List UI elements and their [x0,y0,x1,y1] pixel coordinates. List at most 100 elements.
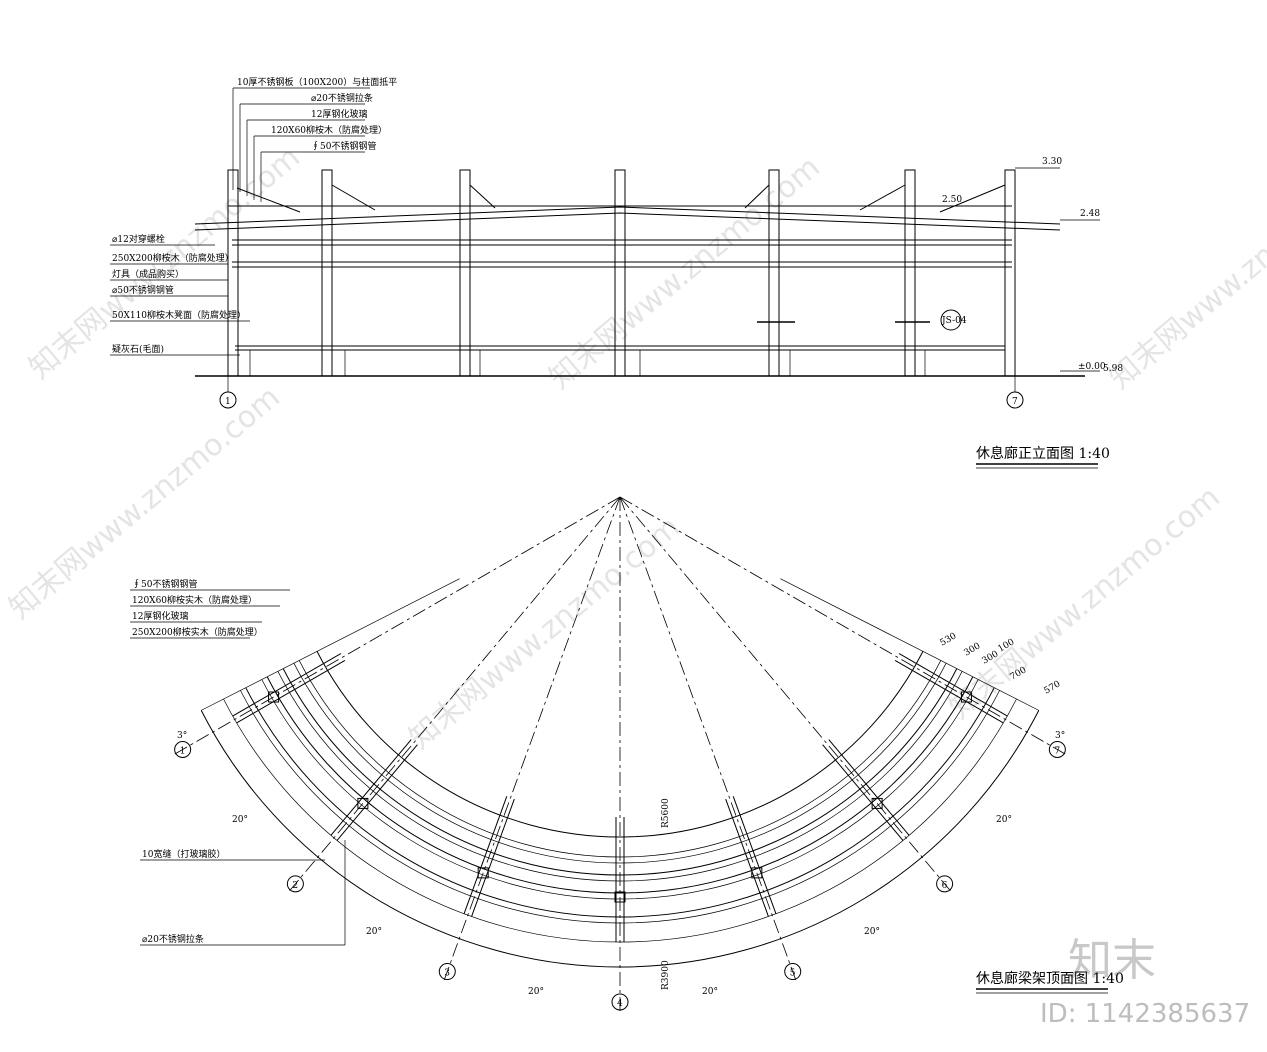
column-plan [614,891,626,903]
radius-label: R5600 [661,798,671,828]
callout: 10厚不锈钢板（100X200）与柱面抵平 [237,76,397,88]
plan-title: 休息廊梁架顶面图 1:40 [976,970,1124,987]
main-beam [828,739,910,836]
axis-label: 1 [180,747,186,757]
angle-label: 20° [996,815,1012,825]
left-callouts: ⌀12对穿螺栓 250X200柳桉木（防腐处理） 灯具（成品购买） ⌀50不锈钢… [110,233,250,356]
edge-line [780,578,1039,711]
level-value: ±0.00 [1078,362,1106,372]
axis-bubble [784,963,802,981]
callout: 50X110柳桉木凳面（防腐处理） [112,309,246,321]
axis-line [619,496,797,982]
dimension-arc [200,710,1040,968]
axis-bubble [286,875,304,893]
axis-bubble [174,741,192,758]
roof-beam [194,206,1061,231]
callout: 10宽缝（打玻璃胶） [142,848,225,860]
callout: ⌀12对穿螺栓 [112,233,165,245]
callout: 疑灰石(毛面) [112,343,164,355]
axis-label: 5 [790,969,796,979]
callout: ∮50不锈钢钢管 [311,140,376,152]
purlin-arc [240,690,1000,924]
axis-line [173,496,621,755]
angle-label: 20° [366,927,382,937]
level-value: 2.48 [1080,209,1100,219]
angle-label: 3° [177,731,187,741]
callout: 250X200柳桉实木（防腐处理） [132,626,263,638]
column-plan [357,797,369,809]
inner-edge-arc [316,651,924,838]
level-value: 2.50 [942,195,962,205]
axis-label: 1 [225,397,231,407]
angle-labels: 20° 20° 20° 20° 20° 20° 3° 3° [177,731,1065,997]
axis-label: 6 [942,881,948,891]
watermark-text: 知末网www.znzmo.com [543,150,827,396]
purlin-arc [266,676,974,894]
tie-rods [236,184,1006,213]
front-elevation: JS-04 1 7 3.30 2.50 2.48 ±0.00 5.98 10厚不… [110,76,1123,469]
callout: 12厚钢化玻璃 [311,108,367,120]
main-beam [236,660,346,724]
watermark-text: 知末网www.znzmo.com [943,480,1227,726]
column-plan [871,797,883,809]
main-beam [463,796,508,914]
axis-label: 7 [1054,747,1060,757]
column [768,169,780,377]
callout: 250X200柳桉木（防腐处理） [112,252,234,264]
brand-logo-text: 知末 [1068,935,1156,986]
edge-line [201,578,460,711]
callout: 灯具（成品购买） [112,268,184,280]
elevation-title: 休息廊正立面图 1:40 [976,445,1110,462]
column-plan [477,867,489,879]
main-beam [330,739,412,836]
main-beam [732,796,777,914]
purlin-arc [261,679,979,900]
top-callouts: 10厚不锈钢板（100X200）与柱面抵平 ⌀20不锈钢拉条 12厚钢化玻璃 1… [232,76,397,202]
radius-label: R3900 [661,960,671,990]
axis-label: 7 [1012,397,1018,407]
callout: 12厚钢化玻璃 [132,610,188,622]
bench-legs [249,350,926,376]
angle-label: 20° [528,987,544,997]
axis-label: 3 [444,969,450,979]
column [459,169,471,377]
purlin-arc [293,663,947,864]
level-value: 3.30 [1042,157,1062,167]
callout: ⌀20不锈钢拉条 [142,933,204,945]
axis-bubble [1006,391,1024,409]
main-beam [232,653,342,717]
dim-value: 530 [939,631,959,648]
main-beam [894,660,1004,724]
purlin-arc [298,660,942,858]
plan-left-callouts: ∮50不锈钢钢管 120X60柳桉实木（防腐处理） 12厚钢化玻璃 250X20… [130,578,290,639]
angle-label: 20° [864,927,880,937]
watermark-text: 知末网www.znzmo.com [1103,150,1267,396]
purlin-arc [277,671,963,882]
axis-label: 4 [617,999,623,1009]
callout: ⌀20不锈钢拉条 [311,92,373,104]
main-beam [471,798,515,917]
axis-bubble [936,875,954,893]
plan-annotations: ∮50不锈钢钢管 120X60柳桉实木（防腐处理） 12厚钢化玻璃 250X20… [130,578,1124,997]
detail-tag-circle [940,309,962,331]
main-beam [725,798,769,917]
level-value: 5.98 [1103,364,1123,374]
main-beam [898,653,1008,717]
axis-line [619,496,952,892]
column-plan [960,691,972,703]
image-id-text: ID: 1142385637 [1040,999,1250,1029]
angle-label: 20° [702,987,718,997]
axis-bubble [1048,741,1066,758]
axis-line [288,496,621,892]
column-plan [751,867,763,879]
column [614,169,626,377]
dim-value: 570 [1043,679,1063,696]
column [321,169,333,377]
main-beam [822,744,904,841]
outer-edge-arc [223,698,1017,943]
axis-bubble [219,391,237,409]
main-beam [336,744,418,841]
axis-bubble [611,993,629,1011]
